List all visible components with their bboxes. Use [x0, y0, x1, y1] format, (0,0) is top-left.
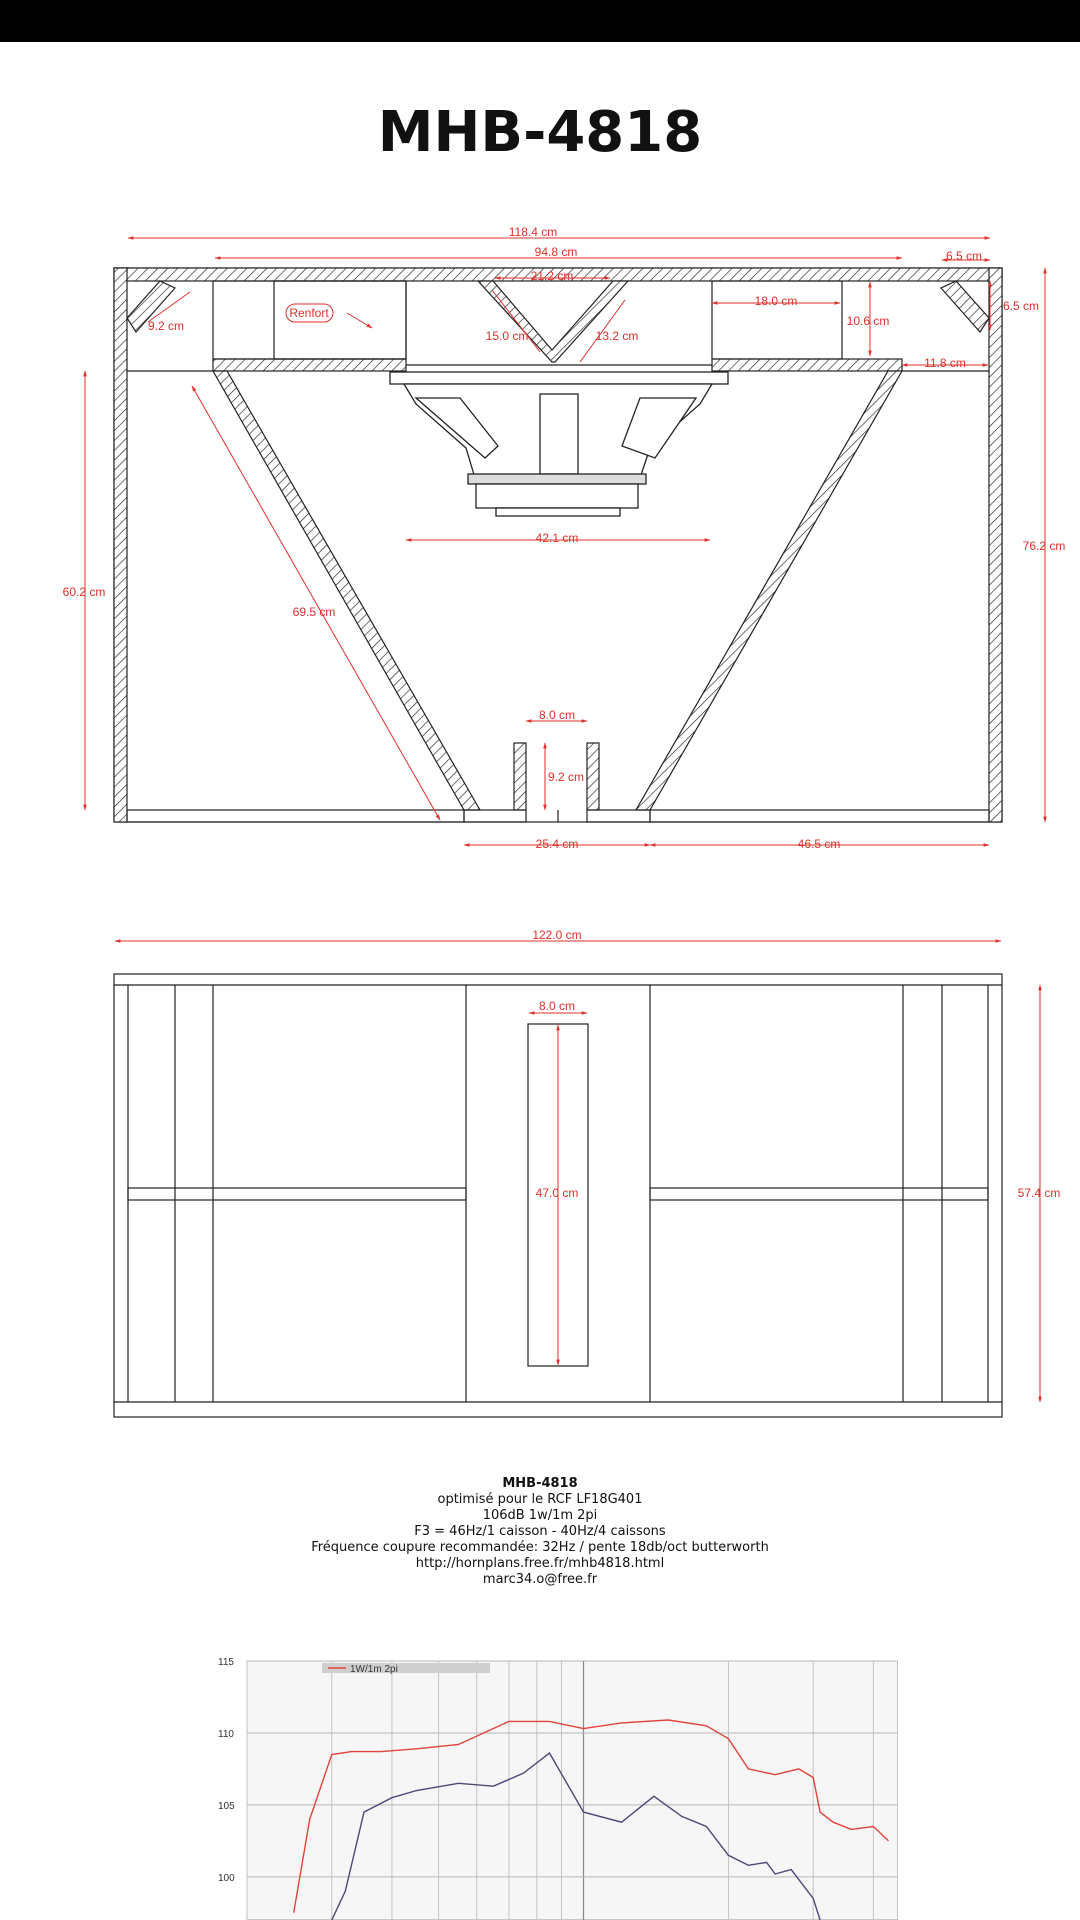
caption-line: optimisé pour le RCF LF18G401: [437, 1492, 643, 1507]
horn-wall-left: [211, 370, 482, 811]
renfort-label: Renfort: [289, 306, 329, 320]
bottom-panel-left: [126, 809, 465, 823]
dim-25-4: 25.4 cm: [536, 837, 579, 851]
baffle-left: [212, 358, 407, 372]
y-tick-label: 100: [218, 1873, 235, 1884]
brace-left: [127, 1187, 467, 1201]
side-dimension-labels: 118.4 cm 94.8 cm 21.2 cm 6.5 cm 6.5 cm 9…: [63, 225, 1066, 851]
dim-60-2: 60.2 cm: [63, 585, 106, 599]
caption-line: 106dB 1w/1m 2pi: [482, 1508, 598, 1523]
dim-13-2: 13.2 cm: [596, 329, 639, 343]
cabinet-drawings: 118.4 cm 94.8 cm 21.2 cm 6.5 cm 6.5 cm 9…: [63, 225, 1066, 1418]
v-brace: [476, 280, 630, 363]
response-chart: 115 110 105 100 1W/1m 2pi: [218, 1658, 898, 1920]
y-tick-label: 105: [218, 1801, 235, 1812]
caption-link[interactable]: http://hornplans.free.fr/mhb4818.html: [415, 1556, 665, 1571]
caption-line: Fréquence coupure recommandée: 32Hz / pe…: [311, 1540, 769, 1555]
dim-42-1: 42.1 cm: [536, 531, 579, 545]
brace-right: [649, 1187, 989, 1201]
dim-8-0-slot: 8.0 cm: [539, 999, 575, 1013]
left-panel: [113, 267, 128, 823]
port-right: [586, 742, 600, 811]
front-dimension-labels: 122.0 cm 8.0 cm 47.0 cm 57.4 cm: [532, 928, 1060, 1200]
dim-15-0: 15.0 cm: [486, 329, 529, 343]
side-dimensions: [83, 236, 1047, 847]
dim-6-5-right: 6.5 cm: [1003, 299, 1039, 313]
front-dimensions: [114, 939, 1042, 1403]
corner-brace-left: [126, 280, 176, 333]
port-left: [513, 742, 527, 811]
caption-email[interactable]: marc34.o@free.fr: [482, 1572, 598, 1587]
dim-11-8: 11.8 cm: [924, 356, 966, 370]
legend-label: 1W/1m 2pi: [350, 1664, 398, 1675]
series-line-1: [293, 1719, 889, 1913]
baffle-right: [711, 358, 903, 372]
top-bar: [0, 0, 1080, 42]
front-view: [113, 973, 1003, 1418]
legend-box: [322, 1663, 490, 1673]
spec-caption: MHB-4818 optimisé pour le RCF LF18G401 1…: [0, 1476, 1080, 1588]
dim-122-0: 122.0 cm: [532, 928, 581, 942]
dim-10-6: 10.6 cm: [847, 314, 890, 328]
dim-47-0: 47.0 cm: [536, 1186, 579, 1200]
corner-brace-right: [940, 280, 990, 333]
series-line-2: [331, 1752, 821, 1920]
dim-9-2-left: 9.2 cm: [148, 319, 184, 333]
dim-76-2: 76.2 cm: [1023, 539, 1066, 553]
y-tick-label: 115: [218, 1658, 234, 1668]
horn-wall-right: [634, 370, 904, 811]
caption-title: MHB-4818: [502, 1476, 578, 1491]
dim-57-4: 57.4 cm: [1018, 1186, 1061, 1200]
dim-21-2: 21.2 cm: [531, 269, 574, 283]
dim-6-5-top: 6.5 cm: [946, 249, 982, 263]
front-outline: [113, 973, 1003, 1418]
dim-94-8: 94.8 cm: [535, 245, 578, 259]
caption-line: F3 = 46Hz/1 caisson - 40Hz/4 caissons: [414, 1524, 666, 1539]
y-tick-label: 110: [218, 1729, 234, 1740]
dim-69-5: 69.5 cm: [293, 605, 336, 619]
dim-8-0-port: 8.0 cm: [539, 708, 575, 722]
side-view: [113, 267, 1003, 823]
bottom-panel-right: [649, 809, 990, 823]
dim-18-0: 18.0 cm: [755, 294, 798, 308]
dim-46-5: 46.5 cm: [798, 837, 841, 851]
port-slot: [527, 1023, 589, 1367]
dim-118-4: 118.4 cm: [509, 225, 557, 239]
right-panel: [988, 267, 1003, 823]
dim-9-2-port: 9.2 cm: [548, 770, 584, 784]
driver-icon: [389, 371, 729, 517]
page-title: MHB-4818: [377, 100, 703, 165]
